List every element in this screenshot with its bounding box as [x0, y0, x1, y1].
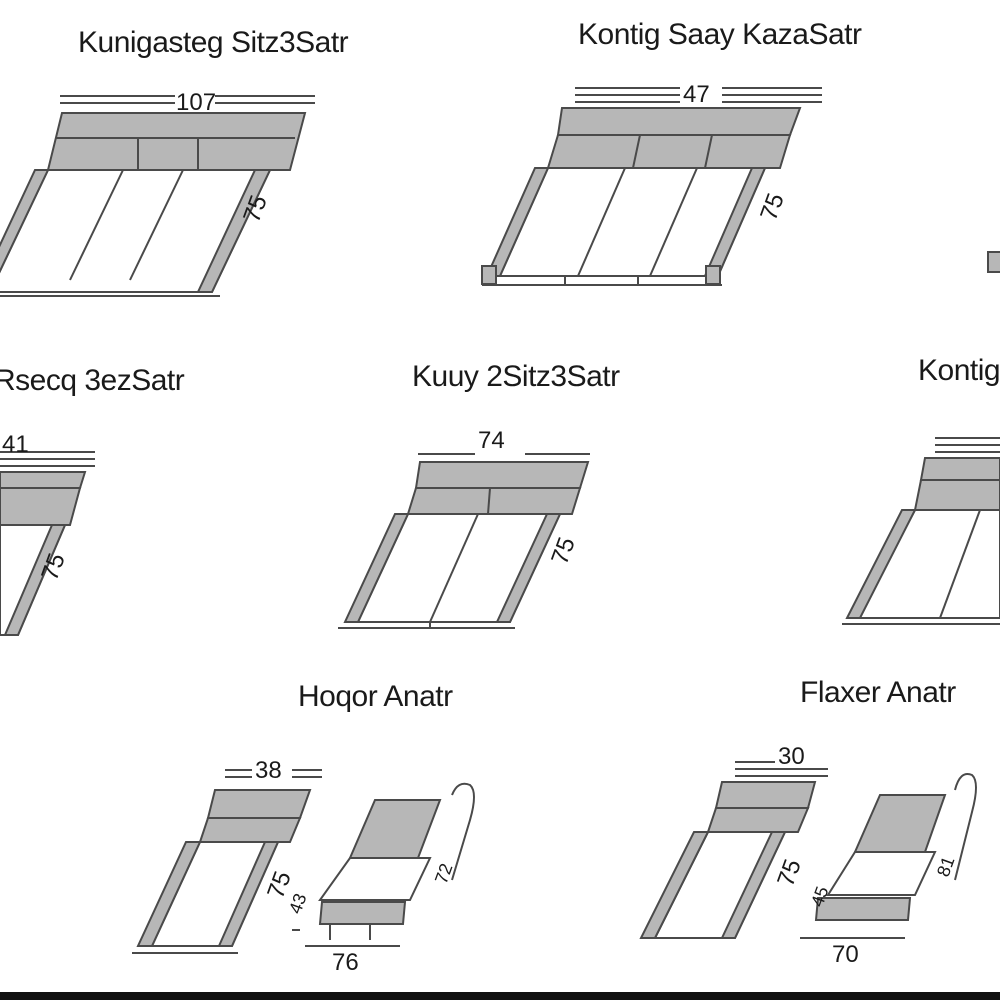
- title-bottom-right: Flaxer Anatr: [800, 676, 956, 709]
- sofa-middle-left-partial: Rsecq 3ezSatr 41 75: [0, 364, 185, 636]
- title-top-left: Kunigasteg Sitz3Satr: [78, 26, 349, 59]
- title-middle-left: Rsecq 3ezSatr: [0, 364, 185, 397]
- armrest-left: [0, 169, 50, 274]
- sofa-top-left: Kunigasteg Sitz3Satr 107 75: [0, 26, 349, 297]
- leg: [481, 265, 497, 285]
- dim-width-middle-center: 74: [478, 427, 505, 454]
- seat-cushion: [706, 807, 810, 833]
- armrest-left: [639, 831, 710, 939]
- sofa-top-middle: Kontig Saay KazaSatr 47 75: [481, 18, 863, 286]
- armrest-right: [3, 524, 67, 636]
- seat-cushion: [406, 487, 582, 515]
- seam: [487, 487, 491, 515]
- dim-width-top-left: 107: [176, 89, 216, 116]
- sofa-middle-center: Kuuy 2Sitz3Satr 74 75: [338, 360, 621, 629]
- seam: [577, 167, 626, 277]
- side-outline: [954, 773, 977, 881]
- title-middle-right: Kontig: [918, 354, 1000, 387]
- seat-cushion: [0, 487, 82, 526]
- title-bottom-left: Hoqor Anatr: [298, 680, 453, 713]
- armchair-side-view-left: 43 72 76: [285, 782, 475, 976]
- seat-cushion-side: [814, 897, 912, 921]
- leg: [705, 265, 721, 285]
- side-outline: [451, 782, 475, 881]
- dim-depth-middle-center: 75: [546, 534, 581, 568]
- armchair-side-view-right: 45 81 70: [800, 773, 977, 968]
- dim-width-top-middle: 47: [683, 81, 710, 108]
- back-cushion: [414, 461, 590, 489]
- back-cushion: [206, 789, 312, 819]
- dim-width-bottom-right: 30: [778, 743, 805, 770]
- back-cushion: [714, 781, 817, 809]
- dim-depth-top-middle: 75: [755, 190, 790, 224]
- armrest-left: [845, 509, 917, 619]
- armrest-right: [196, 169, 272, 293]
- seam: [69, 169, 124, 281]
- seam: [429, 513, 479, 623]
- back-cushion-side: [853, 794, 947, 853]
- back-cushion: [46, 112, 307, 171]
- sofa-top-right-partial: [987, 251, 1000, 273]
- dim-width-middle-left: 41: [2, 431, 29, 458]
- armrest-right: [217, 841, 280, 947]
- dim-side-h2-bottom-left: 72: [431, 861, 457, 887]
- seam: [129, 169, 184, 281]
- dim-side-w-bottom-left: 76: [332, 949, 359, 976]
- dim-side-w-bottom-right: 70: [832, 941, 859, 968]
- dim-side-h1-bottom-right: 81: [933, 854, 959, 880]
- title-middle-center: Kuuy 2Sitz3Satr: [412, 360, 620, 393]
- sofa-middle-right-partial: Kontig: [842, 354, 1000, 625]
- seat-cushion: [198, 817, 302, 843]
- back-cushion: [556, 107, 802, 136]
- armrest-left: [136, 841, 202, 947]
- seat-cushion: [546, 134, 792, 169]
- back-cushion: [0, 471, 87, 489]
- seat-side: [318, 857, 432, 901]
- armchair-bottom-right: Flaxer Anatr 30 75 45 81 70: [639, 676, 977, 968]
- seat-cushion: [913, 479, 1000, 511]
- armrest-left: [485, 167, 550, 277]
- bottom-band: [0, 992, 1000, 1000]
- title-top-middle: Kontig Saay KazaSatr: [578, 18, 862, 51]
- dim-depth-bottom-right: 75: [772, 856, 807, 890]
- leg: [987, 251, 1000, 273]
- seat-cushion-side: [318, 901, 407, 925]
- seam: [649, 167, 698, 277]
- armchair-bottom-left: Hoqor Anatr 38 75 43 72 76: [132, 680, 475, 976]
- seam: [632, 134, 641, 169]
- seam: [939, 509, 981, 619]
- seat-side: [826, 851, 937, 896]
- seam: [704, 134, 713, 169]
- armrest-left: [343, 513, 410, 623]
- armrest-right: [495, 513, 562, 623]
- dim-width-bottom-left: 38: [255, 757, 282, 784]
- back-cushion: [919, 457, 1000, 481]
- armrest-right: [720, 831, 787, 939]
- back-cushion-side: [348, 799, 442, 859]
